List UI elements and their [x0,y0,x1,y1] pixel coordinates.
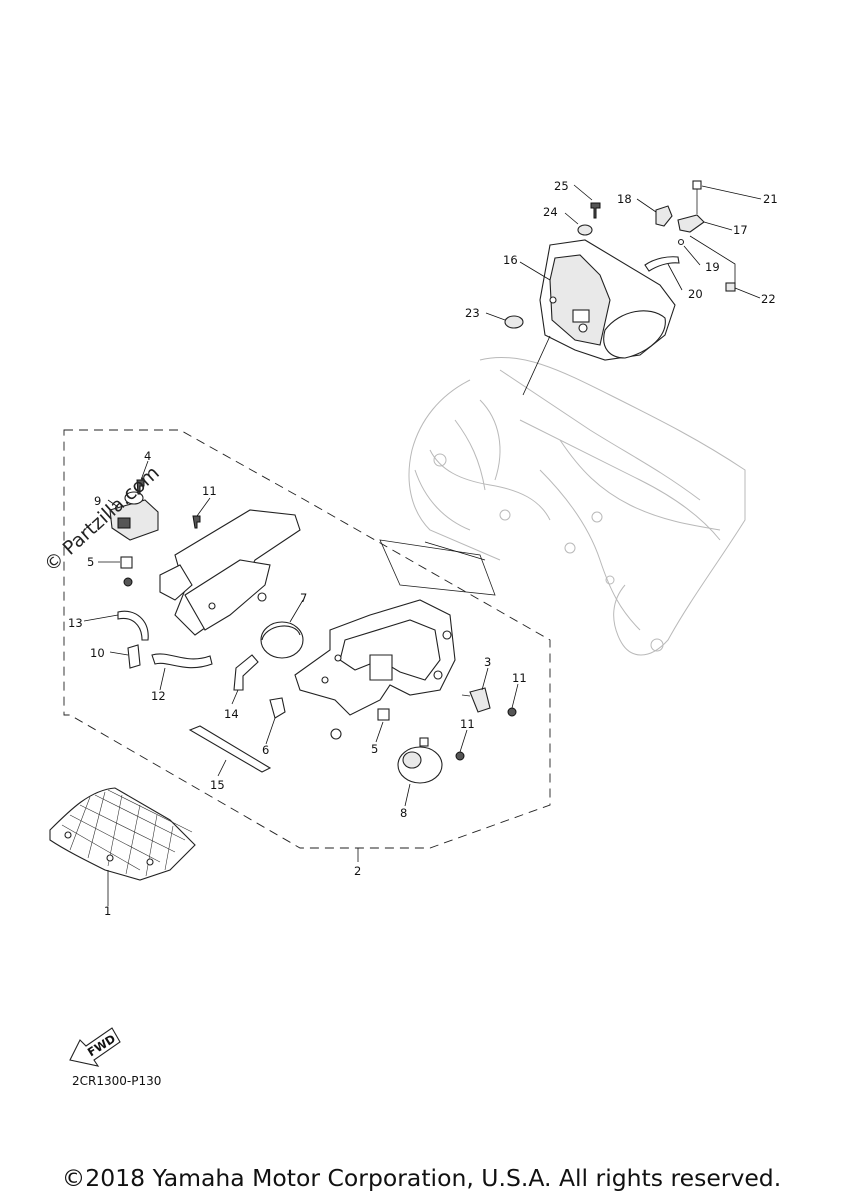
callout-13: 13 [68,616,83,630]
callout-11b: 11 [512,671,527,685]
callout-8: 8 [400,806,407,820]
callout-9: 9 [94,494,101,508]
headlight-assembly [539,239,676,361]
callout-22: 22 [761,292,776,306]
callout-15: 15 [210,778,225,792]
fwd-arrow: FWD [69,1027,121,1067]
frame-indicator-box [379,539,496,596]
part-15 [188,725,272,773]
callout-11c: 11 [460,717,475,731]
diagram-reference-code: 2CR1300-P130 [72,1074,162,1088]
callout-6: 6 [262,743,269,757]
upper-fasteners [504,180,736,329]
leader-lines [83,184,762,906]
callout-10: 10 [90,646,105,660]
callout-4: 4 [144,449,151,463]
callout-2: 2 [354,864,361,878]
callout-20: 20 [688,287,703,301]
solenoid-valve [109,491,159,541]
callout-25: 25 [554,179,569,193]
callout-5a: 5 [87,555,94,569]
copyright-notice: ©2018 Yamaha Motor Corporation, U.S.A. A… [61,1164,782,1192]
lower-fasteners [120,479,517,761]
callout-23: 23 [465,306,480,320]
callout-17: 17 [733,223,748,237]
callout-12: 12 [151,689,166,703]
assembly-2-boundary [63,429,551,849]
frame-outline [408,356,746,656]
callout-21: 21 [763,192,778,206]
callout-19: 19 [705,260,720,274]
callout-7: 7 [300,591,307,605]
callout-24: 24 [543,205,558,219]
callout-14: 14 [224,707,239,721]
callout-1: 1 [104,904,111,918]
main-stay [294,599,456,716]
callout-3: 3 [484,655,491,669]
upper-stay [159,509,301,636]
under-cover [49,787,196,881]
callout-16: 16 [503,253,518,267]
part-3 [469,687,491,713]
part-8 [397,737,443,784]
callout-5b: 5 [371,742,378,756]
callout-11a: 11 [202,484,217,498]
hoses [117,610,259,691]
callouts: 1 2 3 4 5 5 6 7 8 9 10 11 11 11 12 13 14… [68,179,778,918]
callout-18: 18 [617,192,632,206]
